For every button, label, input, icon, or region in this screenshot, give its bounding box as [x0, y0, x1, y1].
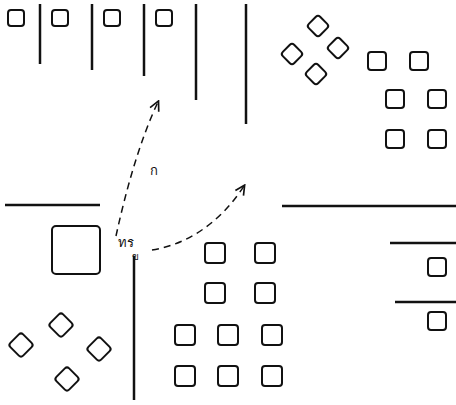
road-edge — [390, 242, 456, 245]
stall — [386, 130, 404, 148]
large-building — [52, 226, 100, 274]
diamond-stall — [281, 43, 304, 66]
stall — [104, 10, 120, 26]
wall-line — [245, 4, 248, 124]
wall-line — [143, 4, 146, 76]
wall-line — [91, 4, 94, 70]
stall — [262, 325, 282, 345]
stall — [52, 10, 68, 26]
diamond-stall — [48, 312, 73, 337]
stall — [428, 312, 446, 330]
wall-line — [195, 4, 198, 100]
map-label: ข — [132, 252, 139, 262]
diamond-stall — [54, 366, 79, 391]
wall-line — [133, 256, 136, 400]
stall — [255, 243, 275, 263]
stall — [262, 366, 282, 386]
diamond-stall — [86, 336, 111, 361]
stall — [175, 366, 195, 386]
map-label: ก — [150, 164, 158, 177]
stall — [218, 366, 238, 386]
stall — [255, 283, 275, 303]
road-edge — [282, 205, 456, 208]
stall — [218, 325, 238, 345]
route-arrow — [116, 102, 158, 236]
stall — [205, 243, 225, 263]
stall — [156, 10, 172, 26]
stall — [175, 325, 195, 345]
diamond-stall — [8, 332, 33, 357]
stall — [428, 258, 446, 276]
stall — [368, 52, 386, 70]
road-edge — [5, 204, 100, 207]
map-label: ทร — [118, 236, 134, 249]
stall — [386, 90, 404, 108]
stall — [428, 90, 446, 108]
wall-line — [39, 4, 42, 64]
stall — [205, 283, 225, 303]
stall — [8, 10, 24, 26]
diamond-stall — [327, 37, 350, 60]
diamond-stall — [307, 15, 330, 38]
road-edge — [395, 301, 456, 304]
stall — [410, 52, 428, 70]
route-arrow — [152, 186, 244, 250]
diamond-stall — [305, 63, 328, 86]
stall — [428, 130, 446, 148]
